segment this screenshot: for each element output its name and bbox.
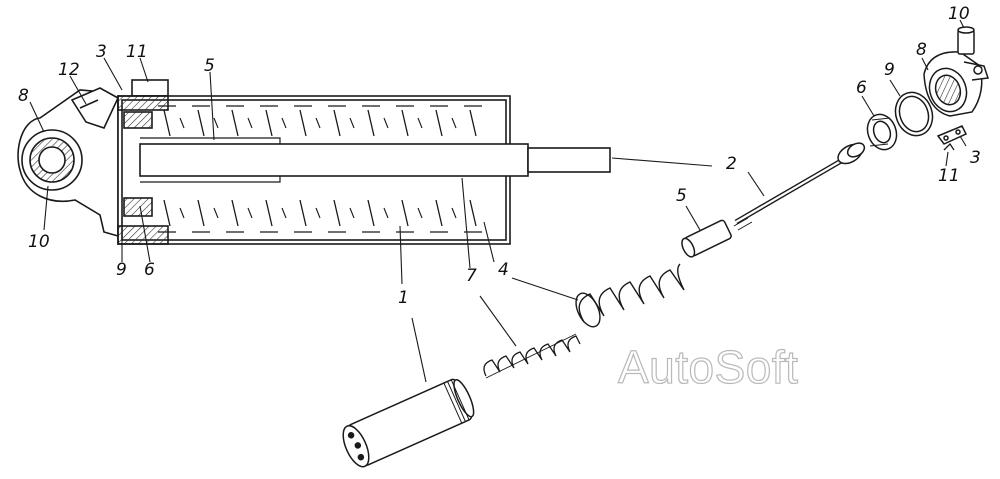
leader-lines-left xyxy=(29,57,713,285)
seal-block-top xyxy=(117,95,169,111)
callout-12: 12 xyxy=(58,60,80,80)
part-6-seal xyxy=(866,113,898,151)
callout-2: 2 xyxy=(726,154,737,174)
part-11-pin xyxy=(943,142,955,151)
part-1-cylinder xyxy=(342,378,475,468)
callout-9-right: 9 xyxy=(884,60,895,80)
part-3-plate xyxy=(936,125,968,145)
rod-tip xyxy=(527,147,611,173)
callout-6-right: 6 xyxy=(856,78,867,98)
spring-7-section xyxy=(179,117,457,219)
callout-8-right: 8 xyxy=(916,40,927,60)
part-8-head xyxy=(923,51,990,117)
guide-bushing xyxy=(140,137,281,144)
callout-11-left: 11 xyxy=(126,42,148,62)
head-boss xyxy=(70,87,120,129)
callout-6-left: 6 xyxy=(144,260,155,280)
eye-hole xyxy=(38,146,66,174)
callout-7: 7 xyxy=(466,266,477,286)
callout-3-left: 3 xyxy=(96,42,107,62)
exploded-parts xyxy=(342,26,990,468)
part-9-ring xyxy=(894,91,934,137)
part-2-rod xyxy=(733,142,866,231)
assembled-section-view xyxy=(17,79,611,245)
callout-5-right: 5 xyxy=(676,186,687,206)
part-4-spring xyxy=(575,263,685,328)
callout-5-left: 5 xyxy=(204,56,215,76)
callout-8-left: 8 xyxy=(18,86,29,106)
piston-rod xyxy=(139,143,529,177)
callout-3-right: 3 xyxy=(970,148,981,168)
part-7-spring xyxy=(483,333,581,379)
callout-4: 4 xyxy=(498,260,509,280)
callout-10-right: 10 xyxy=(948,4,970,24)
seal-6-top xyxy=(123,111,153,129)
spring-4-section xyxy=(158,105,482,233)
callout-9-left: 9 xyxy=(116,260,127,280)
part-10-bushing xyxy=(957,26,975,55)
part-5-bushing xyxy=(681,219,732,258)
seal-6-bottom xyxy=(123,197,153,217)
watermark-text: AutoSoft xyxy=(617,341,799,393)
callout-1: 1 xyxy=(398,288,409,308)
callout-11-right: 11 xyxy=(938,166,960,186)
cap-nut xyxy=(131,79,169,97)
leader-lines-right xyxy=(411,19,967,383)
seal-block-bottom xyxy=(117,225,169,245)
callout-10-left: 10 xyxy=(28,232,50,252)
